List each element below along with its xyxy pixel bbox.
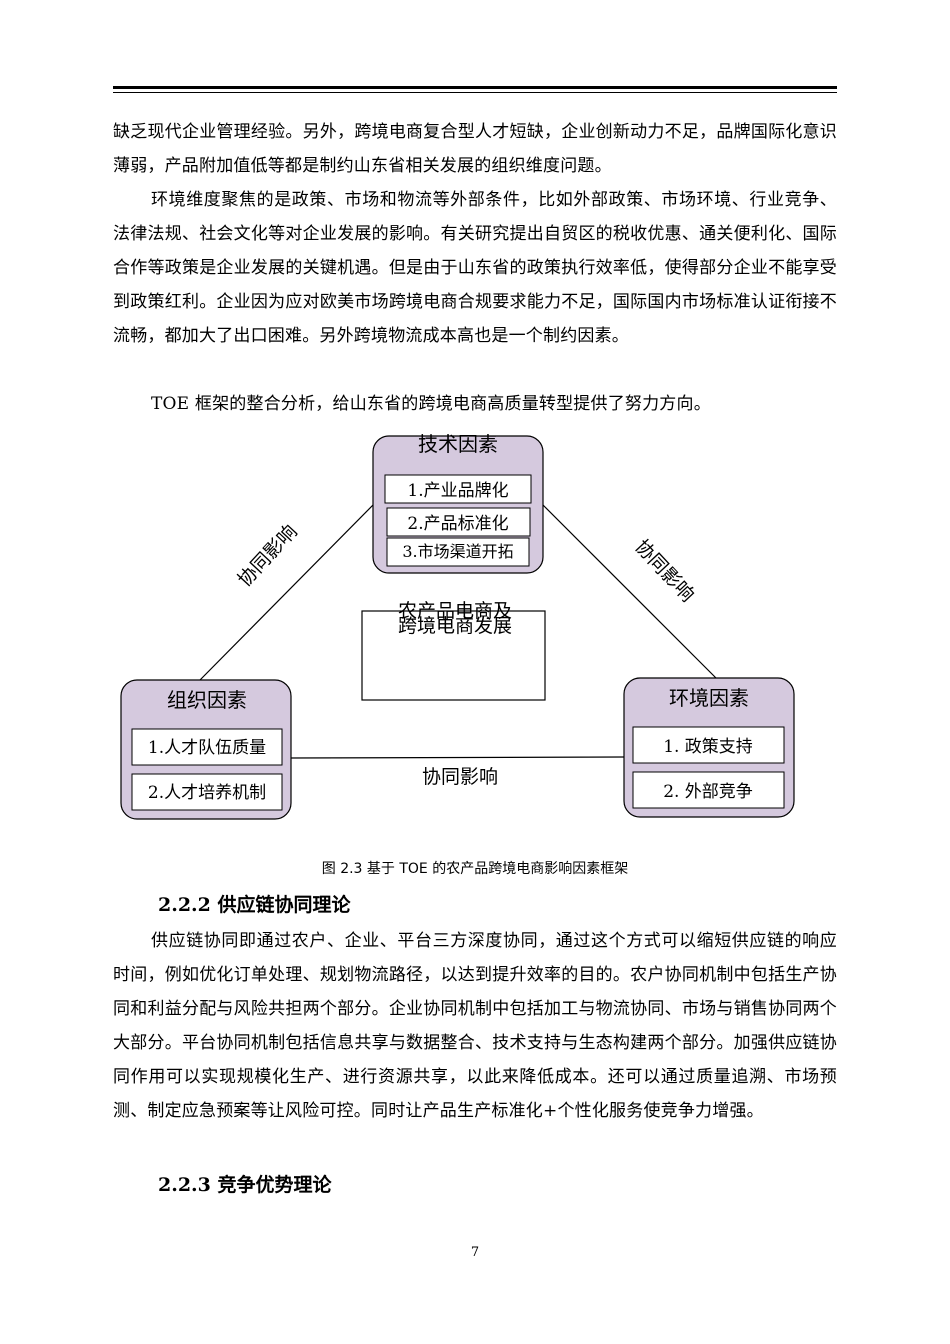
edge-label-left: 协同影响: [234, 521, 302, 592]
env-item-2: 2. 外部竞争: [663, 782, 753, 802]
org-item-2: 2.人才培养机制: [148, 783, 266, 803]
org-factor-title: 组织因素: [167, 688, 247, 712]
edge-line-right: [542, 504, 719, 681]
paragraph-org-dimension: 缺乏现代企业管理经验。另外，跨境电商复合型人才短缺，企业创新动力不足，品牌国际化…: [113, 122, 837, 176]
center-label-line2: 跨境电商发展: [398, 615, 512, 637]
paragraph-supply-chain: 供应链协同即通过农户、企业、平台三方深度协同，通过这个方式可以缩短供应链的响应时…: [113, 931, 837, 1121]
center-development-box: 农产品电商及 跨境电商发展: [361, 600, 546, 701]
edge-line-left: [199, 504, 374, 681]
center-label-line1: 农产品电商及: [398, 600, 512, 622]
header-rule-thick: [113, 86, 837, 89]
figure-caption: 图 2.3 基于 TOE 的农产品跨境电商影响因素框架: [321, 861, 629, 877]
paragraph-env-dimension: 环境维度聚焦的是政策、市场和物流等外部条件，比如外部政策、市场环境、行业竞争、法…: [113, 190, 837, 346]
section-heading-2-2-3: 2.2.3 竞争优势理论: [158, 1174, 332, 1196]
org-factor-box: 组织因素 1.人才队伍质量 2.人才培养机制: [120, 679, 292, 820]
tech-factor-box: 技术因素 1.产业品牌化 2.产品标准化 3.市场渠道开拓: [372, 432, 544, 574]
env-item-1: 1. 政策支持: [663, 737, 753, 757]
env-factor-box: 环境因素 1. 政策支持 2. 外部竞争: [623, 677, 795, 818]
edge-label-bottom: 协同影响: [422, 766, 498, 788]
section-heading-2-2-2: 2.2.2 供应链协同理论: [158, 894, 351, 916]
paragraph-toe-summary: TOE 框架的整合分析，给山东省的跨境电商高质量转型提供了努力方向。: [151, 394, 711, 414]
tech-item-3: 3.市场渠道开拓: [402, 542, 513, 561]
org-item-1: 1.人才队伍质量: [148, 738, 266, 758]
tech-factor-title: 技术因素: [418, 432, 498, 456]
edge-line-bottom: [289, 756, 625, 759]
tech-item-2: 2.产品标准化: [407, 514, 508, 534]
toe-framework-diagram: 协同影响 协同影响 协同影响 技术因素 1.产业品牌化 2.产品标准化 3.市场…: [120, 432, 795, 820]
edge-label-right: 协同影响: [630, 536, 698, 607]
page-number: 7: [470, 1245, 480, 1260]
header-rule-thin: [113, 92, 837, 93]
tech-item-1: 1.产业品牌化: [407, 481, 508, 501]
env-factor-title: 环境因素: [669, 686, 749, 710]
